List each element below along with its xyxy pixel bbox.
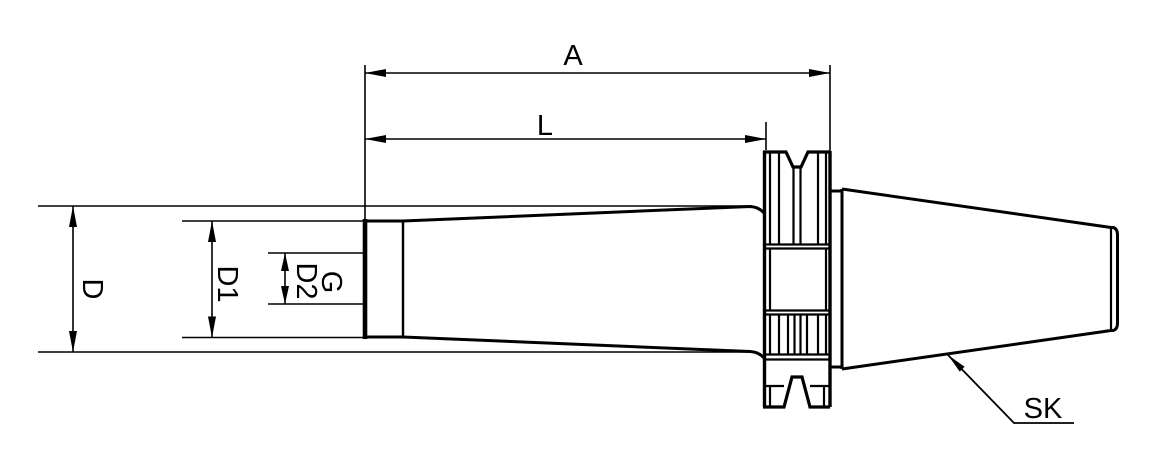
flange-upper-groove-lines [768, 153, 828, 244]
dim-d1-arrow-top [208, 221, 216, 242]
dim-label-d: D [76, 279, 108, 300]
taper-bottom-edge [841, 329, 1112, 371]
dimension-l [365, 135, 766, 143]
dim-l-arrow-left [365, 135, 386, 143]
dim-l-arrow-right [745, 135, 766, 143]
dim-d-arrow-top [69, 206, 77, 227]
flange-lower-groove-lines [768, 314, 828, 354]
sk-leader-line [947, 354, 1074, 424]
dimension-a [365, 69, 830, 77]
dim-a-arrow-right [809, 69, 830, 77]
dim-label-sk: SK [1024, 393, 1063, 425]
sk-taper-outline [840, 187, 1119, 371]
flange-bottom-edge-with-key-notch [763, 375, 830, 409]
dim-d-arrow-bottom [69, 331, 77, 352]
dim-label-a: A [563, 40, 583, 72]
dimension-d1 [208, 221, 216, 338]
dim-label-d2: D2 [290, 262, 322, 299]
dim-d1-arrow-bottom [208, 316, 216, 338]
dim-a-arrow-left [365, 69, 386, 77]
sk-leader-arrow [948, 355, 965, 372]
shank-nose-outline [362, 219, 405, 339]
chuck-body-outline [402, 204, 766, 360]
taper-end-cap [1111, 226, 1119, 332]
dim-label-d1: D1 [211, 265, 243, 302]
dimension-d [69, 206, 77, 352]
flange-top-edge-with-v-notch [763, 150, 830, 169]
v-flange-outline [762, 150, 832, 409]
sk-leader [947, 354, 1074, 424]
body-top-edge [402, 204, 766, 223]
dim-label-l: L [537, 110, 553, 142]
flange-taper-step [830, 189, 841, 369]
dimension-d2-g [281, 253, 289, 304]
body-bottom-edge [402, 335, 766, 360]
dim-label-g: G [315, 271, 347, 294]
dim-d2-arrow-bottom [281, 286, 289, 304]
dim-d2-arrow-top [281, 253, 289, 271]
taper-top-edge [841, 187, 1112, 229]
extension-lines [38, 65, 831, 353]
